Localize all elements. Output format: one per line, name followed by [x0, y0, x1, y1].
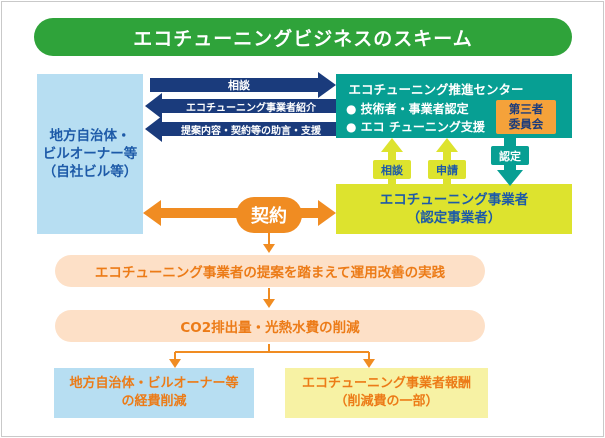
page-title: エコチューニングビジネスのスキーム: [34, 18, 572, 56]
eco-tuning-operator-box: エコチューニング事業者 （認定事業者）: [336, 184, 572, 234]
result-operator-fee-box: エコチューニング事業者報酬 （削減費の一部）: [285, 368, 488, 418]
promotion-center-title: エコチューニング推進センター: [348, 82, 524, 97]
center-item-support: ● エコ チューニング支援: [346, 120, 485, 134]
advice-label: 提案内容・契約等の助言・支援: [181, 125, 321, 137]
result-right-line2: （削減費の一部）: [334, 394, 439, 409]
committee-line1: 第三者: [508, 102, 544, 116]
apply-up-label: 申請: [428, 160, 466, 179]
split-right-head: [363, 359, 375, 368]
local-government-line2: ビルオーナー等: [42, 146, 138, 162]
split-left-head: [169, 359, 181, 368]
down-arrow-1-head: [263, 244, 275, 253]
result-left-line2: の経費削減: [121, 394, 187, 409]
certify-down-label: 認定: [491, 146, 529, 165]
consult-label: 相談: [228, 79, 250, 92]
intro-arrow: [145, 93, 336, 119]
promotion-center-box: エコチューニング推進センター ● 技術者・事業者認定 ● エコ チューニング支援…: [336, 74, 572, 138]
operator-line1: エコチューニング事業者: [379, 192, 529, 208]
intro-label: エコチューニング事業者紹介: [186, 102, 316, 114]
result-cost-reduction-box: 地方自治体・ビルオーナー等 の経費削減: [54, 368, 254, 418]
committee-line2: 委員会: [508, 117, 544, 131]
result-right-line1: エコチューニング事業者報酬: [301, 376, 471, 391]
local-government-line1: 地方自治体・: [49, 128, 131, 144]
operator-line2: （認定事業者）: [406, 210, 502, 226]
contract-badge: 契約: [236, 197, 302, 233]
advice-arrow: [145, 116, 336, 142]
result-left-line1: 地方自治体・ビルオーナー等: [69, 376, 239, 391]
consult-arrow: [150, 72, 336, 98]
center-item-certification: ● 技術者・事業者認定: [346, 102, 469, 116]
consult-up-label: 相談: [373, 160, 411, 179]
step-reduction: CO2排出量・光熱水費の削減: [55, 310, 485, 342]
local-government-line3: （自社ビル等）: [42, 164, 138, 180]
down-arrow-2-head: [263, 299, 275, 308]
third-party-committee-box: 第三者 委員会: [496, 100, 556, 134]
step-practice: エコチューニング事業者の提案を踏まえて運用改善の実践: [55, 255, 485, 287]
local-government-box: 地方自治体・ ビルオーナー等 （自社ビル等）: [37, 74, 143, 234]
